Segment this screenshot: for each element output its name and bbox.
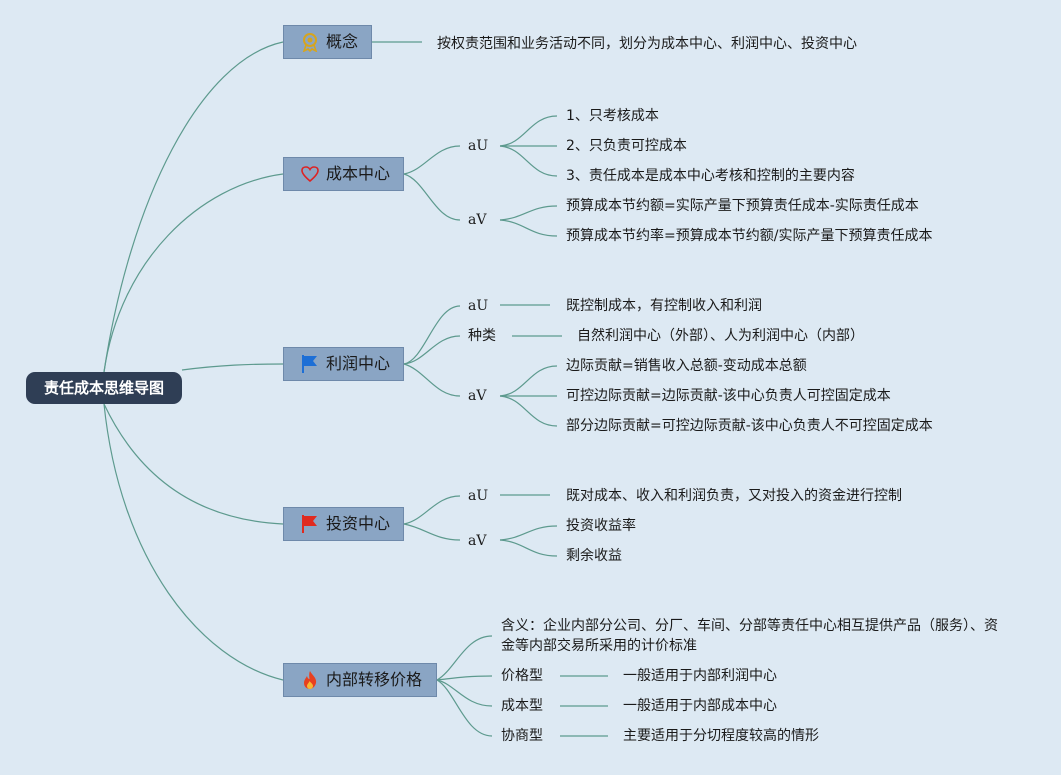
- invest-v-item: 投资收益率: [566, 518, 636, 534]
- fire-icon: [300, 670, 320, 690]
- cost-u-item: 3、责任成本是成本中心考核和控制的主要内容: [566, 168, 855, 184]
- cost-u-item: 1、只考核成本: [566, 108, 659, 124]
- root-node[interactable]: 责任成本思维导图: [26, 372, 182, 404]
- red-flag-icon: [300, 514, 320, 534]
- profit-group-v-label: aV: [468, 388, 487, 404]
- profit-group-u-label: aU: [468, 298, 489, 314]
- cost-u-item: 2、只负责可控成本: [566, 138, 687, 154]
- branch-concept-label: 概念: [326, 32, 359, 51]
- transfer-meaning-text: 含义：企业内部分公司、分厂、车间、分部等责任中心相互提供产品（服务）、资金等内部…: [501, 618, 998, 654]
- branch-profit-center-label: 利润中心: [326, 354, 391, 373]
- profit-v-item: 可控边际贡献=边际贡献-该中心负责人可控固定成本: [566, 388, 891, 404]
- branch-investment-center[interactable]: 投资中心: [283, 507, 404, 541]
- transfer-type-text: 一般适用于内部利润中心: [623, 668, 777, 684]
- cost-group-v-label: aV: [468, 212, 487, 228]
- profit-v-item: 边际贡献=销售收入总额-变动成本总额: [566, 358, 807, 374]
- profit-group-types-label: 种类: [468, 328, 496, 344]
- heart-icon: [300, 164, 320, 184]
- transfer-type-label: 成本型: [501, 698, 543, 714]
- invest-group-u-label: aU: [468, 488, 489, 504]
- transfer-type-label: 价格型: [501, 668, 543, 684]
- branch-investment-center-label: 投资中心: [326, 514, 391, 533]
- profit-v-item: 部分边际贡献=可控边际贡献-该中心负责人不可控固定成本: [566, 418, 933, 434]
- branch-cost-center-label: 成本中心: [326, 164, 391, 183]
- invest-v-item: 剩余收益: [566, 548, 622, 564]
- branch-transfer-price-label: 内部转移价格: [326, 670, 423, 689]
- branch-cost-center[interactable]: 成本中心: [283, 157, 404, 191]
- concept-text: 按权责范围和业务活动不同，划分为成本中心、利润中心、投资中心: [437, 36, 857, 52]
- branch-transfer-price[interactable]: 内部转移价格: [283, 663, 437, 697]
- award-medal-icon: [300, 32, 320, 52]
- invest-group-v-label: aV: [468, 533, 487, 549]
- profit-types-text: 自然利润中心（外部）、人为利润中心（内部）: [577, 328, 864, 344]
- transfer-type-label: 协商型: [501, 728, 543, 744]
- invest-u-text: 既对成本、收入和利润负责，又对投入的资金进行控制: [566, 488, 902, 504]
- profit-u-text: 既控制成本，有控制收入和利润: [566, 298, 762, 314]
- branch-concept[interactable]: 概念: [283, 25, 372, 59]
- cost-v-item: 预算成本节约率=预算成本节约额/实际产量下预算责任成本: [566, 228, 933, 244]
- transfer-type-text: 一般适用于内部成本中心: [623, 698, 777, 714]
- blue-flag-icon: [300, 354, 320, 374]
- transfer-type-text: 主要适用于分切程度较高的情形: [623, 728, 819, 744]
- branch-profit-center[interactable]: 利润中心: [283, 347, 404, 381]
- cost-group-u-label: aU: [468, 138, 489, 154]
- cost-v-item: 预算成本节约额=实际产量下预算责任成本-实际责任成本: [566, 198, 919, 214]
